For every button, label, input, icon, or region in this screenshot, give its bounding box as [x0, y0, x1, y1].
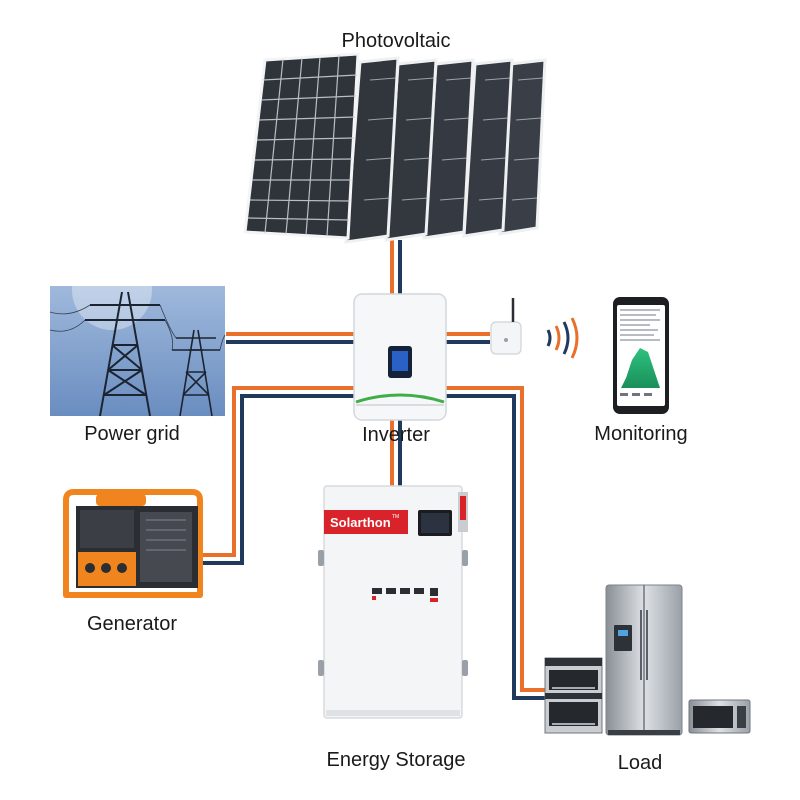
inverter-load-line-orange [446, 386, 545, 692]
pylon-icon [172, 329, 220, 417]
pylon-icon [85, 291, 165, 417]
generator-unit [63, 489, 203, 598]
inverter-label: Inverter [362, 424, 430, 446]
brand-name: Solarthon [330, 515, 391, 530]
load-appliances [544, 584, 751, 736]
refrigerator [605, 584, 683, 736]
solar-panel-front [243, 52, 360, 240]
generator-label: Generator [87, 613, 177, 635]
inverter-load-line-navy [446, 394, 545, 700]
wifi-module [490, 298, 522, 355]
energy-storage-label: Energy Storage [327, 749, 466, 771]
microwave [688, 699, 751, 734]
power-grid-image [49, 250, 226, 417]
energy-chart-icon [621, 348, 660, 388]
power-grid-label: Power grid [84, 423, 180, 445]
inverter-status-stripe [355, 393, 445, 404]
connection-lines [200, 240, 545, 700]
brand-trademark: TM [392, 514, 399, 520]
monitoring-label: Monitoring [594, 423, 687, 445]
smartphone [613, 297, 669, 414]
generator-inverter-line-orange [200, 386, 354, 557]
solar-panel-array [243, 52, 547, 244]
generator-inverter-line-navy [200, 394, 354, 565]
battery-unit: Solarthon TM [318, 485, 468, 719]
wall-oven [544, 657, 603, 734]
photovoltaic-label: Photovoltaic [342, 30, 451, 52]
signal-waves-icon [546, 317, 579, 359]
load-label: Load [618, 752, 663, 774]
water-dispenser [614, 625, 632, 651]
inverter-unit [353, 293, 447, 421]
brand-banner [324, 510, 408, 534]
